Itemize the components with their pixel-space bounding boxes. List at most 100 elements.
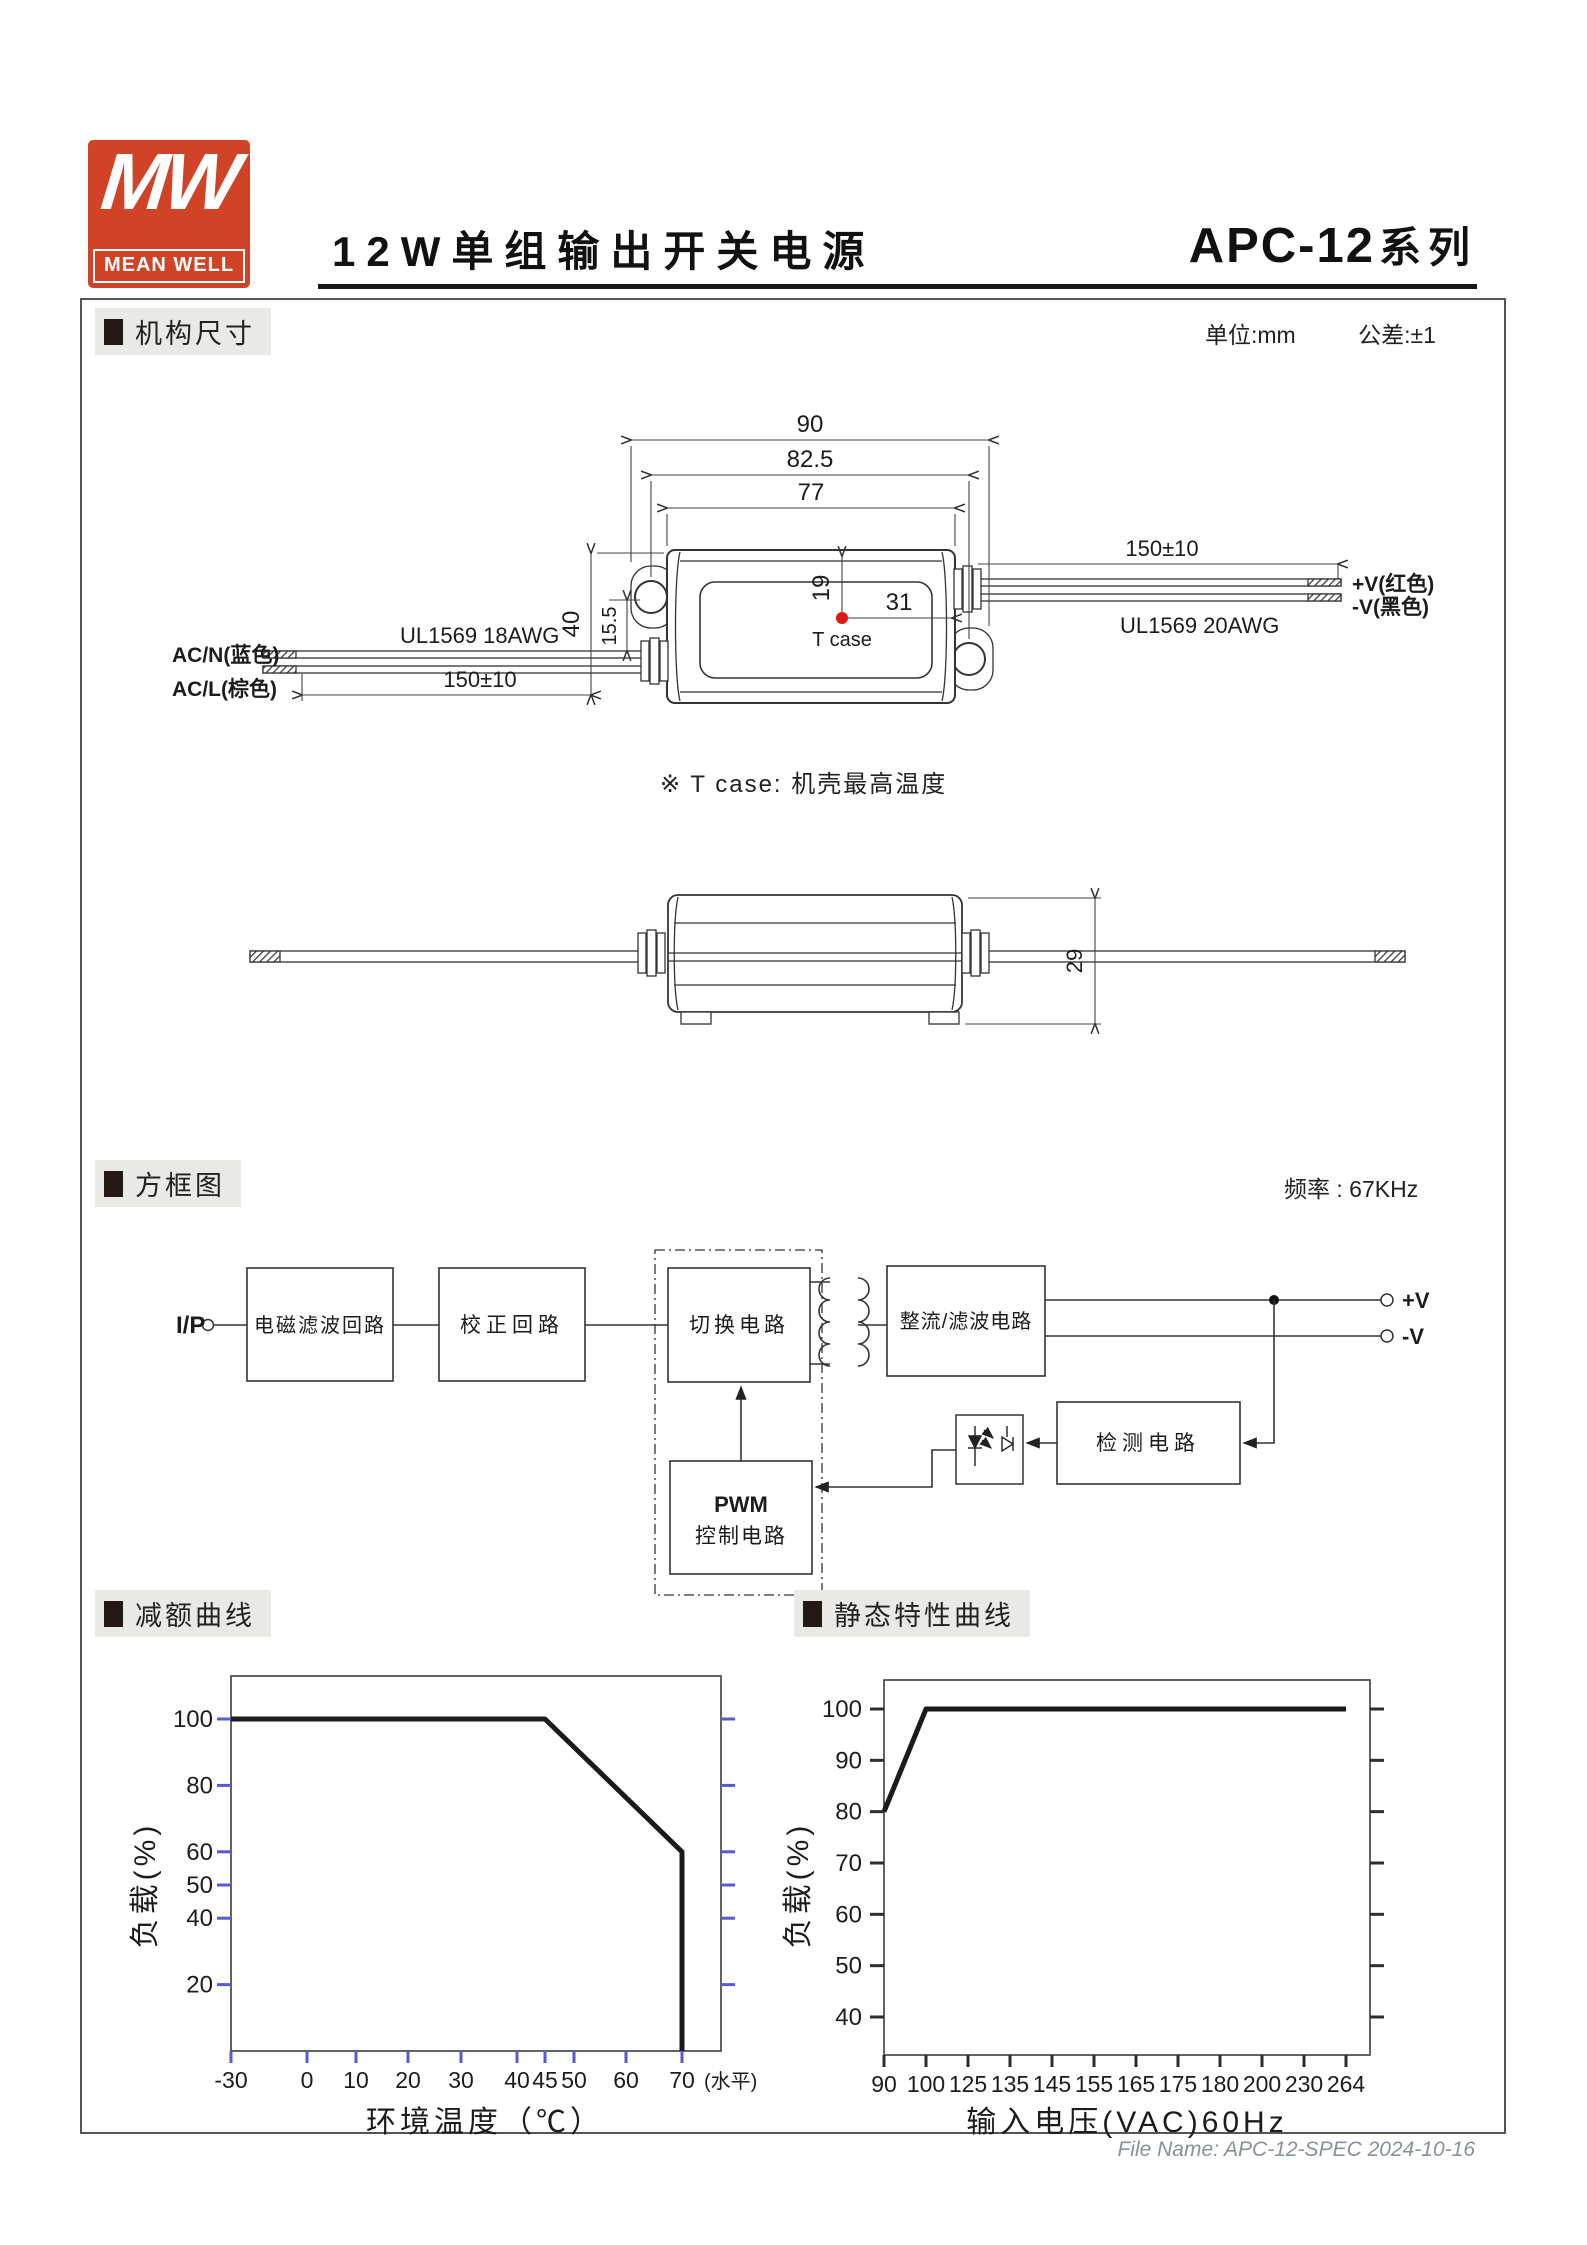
series-title: APC-12系列 <box>1189 214 1477 275</box>
x-axis-label: 输入电压(VAC)60Hz <box>966 2106 1287 2139</box>
side-glands <box>637 929 990 977</box>
section-title: 静态特性曲线 <box>834 1601 1014 1631</box>
block-pwm-line2: 控制电路 <box>695 1525 787 1548</box>
meanwell-logo: MW MEAN WELL <box>88 137 250 288</box>
x-tick-label: 10 <box>343 2067 369 2093</box>
x-tick-label: 50 <box>561 2067 587 2093</box>
series-model: APC-12 <box>1188 219 1375 273</box>
tcase-note: ※ T case: 机壳最高温度 <box>660 771 948 798</box>
y-tick-label: 60 <box>186 1839 213 1866</box>
section-marker-icon <box>803 1600 822 1627</box>
x-tick-label: 45 <box>532 2067 558 2093</box>
top-view-texts: 90 82.5 77 40 15.5 19 31 150±10 150±10 T… <box>172 411 1434 701</box>
section-header-derating: 减额曲线 <box>95 1590 271 1637</box>
x-tick-label: 230 <box>1285 2071 1323 2097</box>
dim-body-width: 77 <box>798 479 825 506</box>
acn-label: AC/N(蓝色) <box>172 643 279 667</box>
dim-hole-pitch: 82.5 <box>787 446 834 473</box>
y-axis-label: 负载(%) <box>782 1822 815 1949</box>
x-tick-label: 135 <box>991 2071 1029 2097</box>
unit-label: 单位:mm <box>1205 322 1296 348</box>
x-tick-label: 200 <box>1243 2071 1281 2097</box>
unit-tolerance-note: 单位:mm 公差:±1 <box>1205 316 1436 350</box>
block-rectify: 整流/滤波电路 <box>900 1310 1033 1333</box>
top-view-dimensions <box>302 440 1338 701</box>
output-vminus-label: -V <box>1402 1324 1424 1349</box>
acl-label: AC/L(棕色) <box>172 677 277 701</box>
section-marker-icon <box>104 1170 123 1197</box>
x-tick-label: 30 <box>448 2067 474 2093</box>
section-marker-icon <box>104 318 123 345</box>
y-tick-label: 100 <box>822 1696 862 1723</box>
dim-input-lead: 150±10 <box>443 667 516 692</box>
y-tick-label: 50 <box>835 1953 862 1980</box>
y-tick-label: 40 <box>835 2004 862 2031</box>
block-pwm-line1: PWM <box>714 1492 768 1517</box>
block-correction: 校正回路 <box>460 1314 564 1337</box>
x-tick-label: 155 <box>1075 2071 1113 2097</box>
x-tick-label: 145 <box>1033 2071 1071 2097</box>
x-tick-label: 165 <box>1117 2071 1155 2097</box>
y-tick-label: 40 <box>186 1905 213 1932</box>
curve <box>881 1706 1346 1813</box>
footer-filename: File Name: APC-12-SPEC 2024-10-16 <box>1117 2138 1475 2161</box>
page-title: 12W单组输出开关电源 <box>332 228 876 275</box>
series-suffix: 系列 <box>1378 224 1477 271</box>
y-tick-label: 80 <box>186 1772 213 1799</box>
tolerance-label: 公差:±1 <box>1358 322 1436 348</box>
title-underline <box>318 284 1477 289</box>
section-title: 减额曲线 <box>135 1601 255 1631</box>
x-tick-label: 175 <box>1159 2071 1197 2097</box>
x-tick-label: 20 <box>395 2067 421 2093</box>
dim-body-height: 40 <box>558 611 585 638</box>
optocoupler-icon <box>967 1426 1015 1466</box>
y-tick-label: 70 <box>835 1850 862 1877</box>
mechanical-drawing: 90 82.5 77 40 15.5 19 31 150±10 150±10 T… <box>172 411 1434 1115</box>
content-frame <box>80 298 1506 2134</box>
output-vplus-label: +V <box>1402 1288 1430 1313</box>
dim-tcase-y: 19 <box>808 575 835 602</box>
input-wire-label: UL1569 18AWG <box>400 623 559 648</box>
block-detect: 检测电路 <box>1096 1432 1200 1455</box>
plot-box <box>883 1679 1371 2056</box>
y-tick-label: 20 <box>186 1972 213 1999</box>
block-emi: 电磁滤波回路 <box>254 1314 386 1337</box>
x-tick-label: 125 <box>949 2071 987 2097</box>
tcase-point <box>836 612 848 624</box>
top-view-drawing <box>262 549 1342 704</box>
side-view-dimension <box>965 898 1101 1024</box>
dim-output-lead: 150±10 <box>1125 536 1198 561</box>
y-tick-label: 50 <box>186 1872 213 1899</box>
dim-overall-width: 90 <box>797 411 824 438</box>
y-tick-label: 60 <box>835 1901 862 1928</box>
x-tick-label: 90 <box>871 2071 897 2097</box>
x-tick-label: 100 <box>907 2071 945 2097</box>
section-header-static: 静态特性曲线 <box>794 1590 1030 1637</box>
plot-box <box>230 1675 722 2052</box>
section-header-block: 方框图 <box>95 1160 241 1207</box>
x-tick-label: 60 <box>613 2067 639 2093</box>
section-marker-icon <box>104 1600 123 1627</box>
x-axis-suffix: (水平) <box>704 2070 757 2093</box>
x-tick-label: 264 <box>1327 2071 1366 2097</box>
output-wire-label: UL1569 20AWG <box>1120 613 1279 638</box>
frequency-note: 频率 : 67KHz <box>1284 1176 1419 1202</box>
tcase-label: T case <box>812 629 872 651</box>
section-title: 机构尺寸 <box>135 319 255 349</box>
dim-hole-offset: 15.5 <box>599 607 621 646</box>
y-axis-label: 负载(%) <box>129 1822 162 1949</box>
curve <box>231 1716 685 2051</box>
x-tick-label: -30 <box>214 2067 247 2093</box>
y-tick-label: 90 <box>835 1747 862 1774</box>
x-axis-label: 环境温度（℃） <box>366 2106 604 2139</box>
x-tick-label: 40 <box>504 2067 530 2093</box>
block-diagram: I/P 电磁滤波回路 校正回路 切换电路 整流/滤波电路 检测电路 PWM 控制… <box>176 1249 1430 1596</box>
input-terminal-label: I/P <box>176 1312 205 1339</box>
block-switching: 切换电路 <box>689 1314 789 1337</box>
logo-mw-icon: MW <box>97 137 241 226</box>
logo-brand-label: MEAN WELL <box>93 249 245 283</box>
